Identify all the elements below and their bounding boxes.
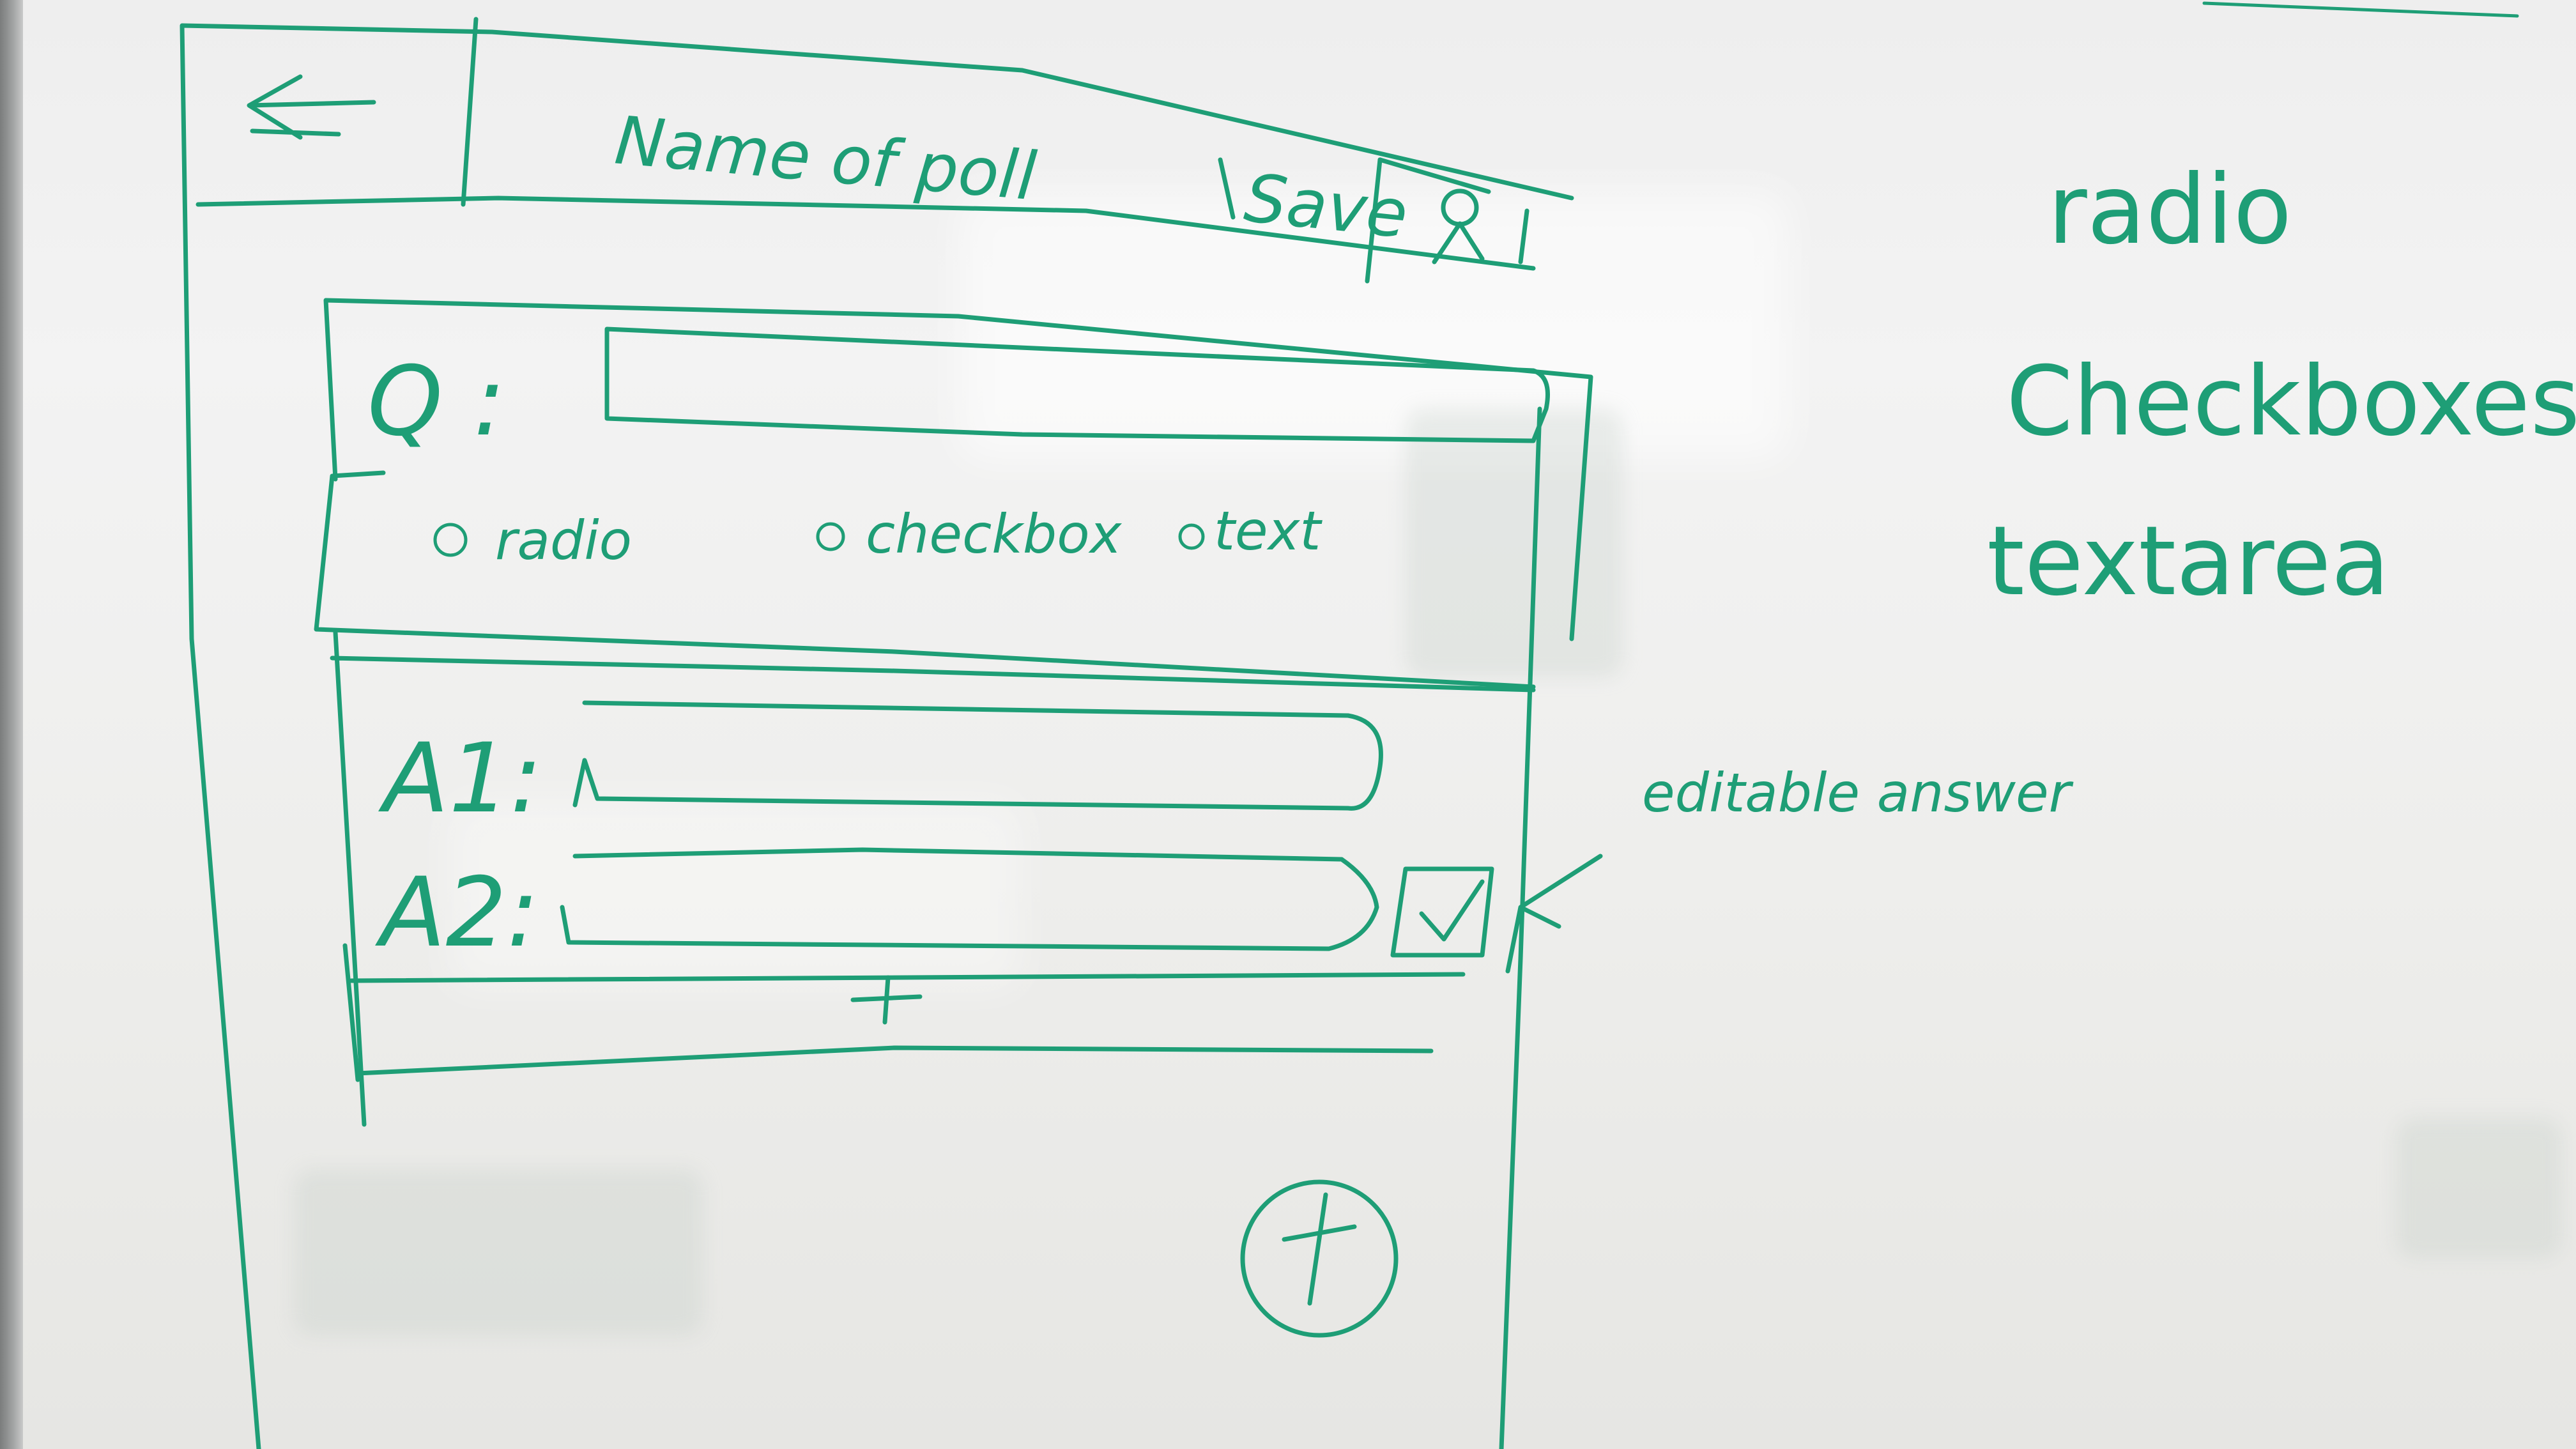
header-bar-bottom-line (195, 195, 1536, 271)
option-checkbox-label: checkbox (866, 503, 1123, 565)
option-text[interactable]: text (1178, 500, 1322, 562)
save-divider-left (1218, 157, 1236, 220)
user-icon[interactable] (1432, 188, 1529, 264)
answers-panel (330, 630, 1536, 1127)
annotation-arrow-icon (1505, 854, 1603, 974)
add-answer-row (342, 943, 1466, 1082)
side-note-checkboxes: Checkboxes (2006, 346, 2576, 457)
annotation-editable-answer: editable answer (1642, 762, 2074, 824)
question-label: Q : (367, 346, 505, 457)
correct-answer-checkbox[interactable] (1390, 866, 1494, 958)
add-answer-button[interactable] (850, 975, 923, 1025)
option-text-label: text (1214, 500, 1322, 562)
answer-2-label: A2: (375, 857, 539, 969)
floating-add-button[interactable] (1240, 1179, 1399, 1338)
answer-2-input[interactable] (560, 847, 1379, 951)
answer-type-row (314, 470, 1536, 689)
whiteboard-frame (0, 0, 23, 1449)
question-card (323, 298, 1593, 641)
option-radio-label: radio (495, 509, 632, 572)
poll-title[interactable]: Name of poll (612, 101, 1039, 215)
side-note-textarea: textarea (1987, 506, 2390, 617)
top-right-line (2202, 1, 2519, 18)
plus-icon (1282, 1192, 1357, 1306)
radio-button-circle[interactable] (816, 522, 845, 551)
header-back-divider (461, 17, 479, 207)
radio-button-circle[interactable] (433, 523, 468, 557)
radio-button-circle[interactable] (1178, 523, 1205, 550)
reflection-glare (447, 799, 1022, 990)
phone-frame (180, 23, 1574, 1449)
answer-1-label: A1: (378, 723, 542, 834)
eraser-smudge (294, 1169, 703, 1335)
option-radio[interactable]: radio (433, 509, 632, 572)
side-note-radio: radio (2048, 155, 2292, 266)
plus-icon (850, 975, 923, 1025)
question-input[interactable] (604, 326, 1550, 443)
eraser-smudge (2396, 1118, 2562, 1259)
save-divider-right (1365, 157, 1383, 284)
header-top-line-right (1377, 157, 1491, 194)
answer-1-input[interactable] (572, 700, 1383, 811)
checkmark-icon (1419, 879, 1485, 942)
back-arrow-icon[interactable] (247, 74, 376, 140)
option-checkbox[interactable]: checkbox (816, 503, 1123, 565)
save-button[interactable]: Save (1241, 159, 1411, 254)
